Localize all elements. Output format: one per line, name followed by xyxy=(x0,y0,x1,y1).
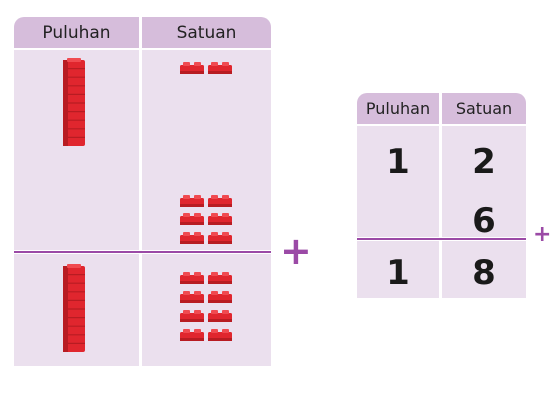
right-header-satuan: Satuan xyxy=(442,93,526,124)
ones-block xyxy=(208,329,232,341)
right-cell-puluhan-result xyxy=(357,241,439,298)
right-cell-satuan-top xyxy=(442,126,526,237)
left-sum-line xyxy=(14,251,271,253)
ones-block xyxy=(208,310,232,322)
digit-satuan-row1: 2 xyxy=(472,142,496,182)
ones-block xyxy=(208,232,232,244)
right-cell-satuan-result xyxy=(442,241,526,298)
left-cell-ones-row1 xyxy=(142,50,271,250)
tens-rod-block-row2 xyxy=(63,264,85,352)
ones-block xyxy=(208,213,232,225)
right-header-puluhan: Puluhan xyxy=(357,93,439,124)
ones-block xyxy=(180,291,204,303)
left-cell-ones-row2 xyxy=(142,254,271,366)
ones-block xyxy=(180,232,204,244)
ones-block xyxy=(180,62,204,74)
ones-block xyxy=(208,272,232,284)
right-cell-puluhan-top xyxy=(357,126,439,237)
right-plus-sign: + xyxy=(533,222,552,247)
tens-rod-block-row1 xyxy=(63,58,85,146)
right-sum-line xyxy=(357,238,526,240)
ones-block xyxy=(180,310,204,322)
digit-satuan-row2: 6 xyxy=(472,201,496,241)
ones-block xyxy=(180,272,204,284)
ones-block xyxy=(180,213,204,225)
ones-block xyxy=(180,329,204,341)
ones-block xyxy=(208,62,232,74)
left-plus-sign: + xyxy=(280,229,312,273)
digit-satuan-result: 8 xyxy=(472,253,496,293)
ones-block xyxy=(180,195,204,207)
digit-puluhan-result: 1 xyxy=(386,253,410,293)
ones-block xyxy=(208,291,232,303)
left-header-satuan: Satuan xyxy=(142,17,271,48)
digit-puluhan-row1: 1 xyxy=(386,142,410,182)
left-header-puluhan: Puluhan xyxy=(14,17,139,48)
ones-block xyxy=(208,195,232,207)
